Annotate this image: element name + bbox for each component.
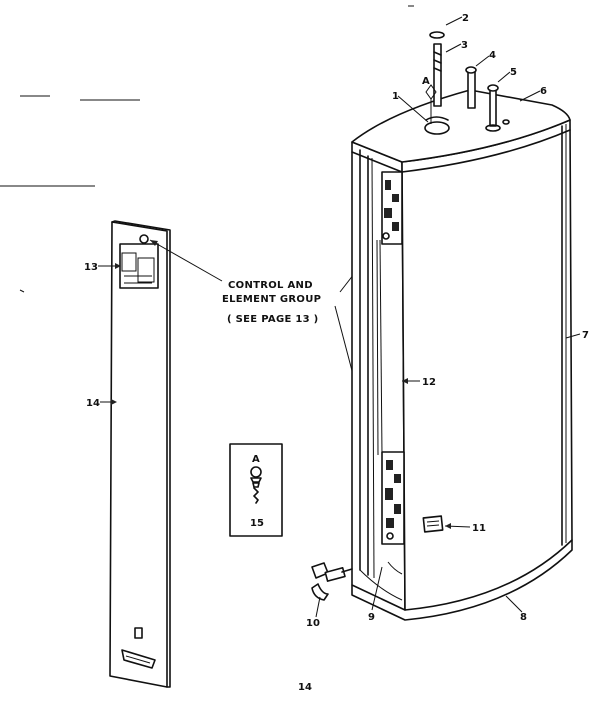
- scan-marks: [0, 5, 414, 293]
- part-number-5: 5: [510, 67, 517, 78]
- inset-detail: [229, 443, 283, 537]
- part-number-8: 8: [520, 612, 527, 623]
- part-number-12: 12: [422, 377, 436, 388]
- callout-line-1: CONTROL AND: [228, 280, 313, 291]
- callout-leaders: [149, 237, 383, 486]
- access-panel: [109, 220, 171, 688]
- marker-a-top: A: [422, 76, 430, 87]
- callout-text: CONTROL AND ELEMENT GROUP ( SEE PAGE 13 …: [222, 280, 321, 325]
- part-number-11: 11: [472, 523, 486, 534]
- callout-line-2: ELEMENT GROUP: [222, 294, 321, 305]
- part-number-4: 4: [489, 50, 496, 61]
- lower-control-group: [381, 451, 405, 545]
- part-number-13: 13: [84, 262, 98, 273]
- callout-line-3: ( SEE PAGE 13 ): [227, 314, 319, 325]
- part-number-2: 2: [462, 13, 469, 24]
- upper-control-group: [381, 171, 403, 245]
- part-number-1: 1: [392, 91, 399, 102]
- page-number: 14: [298, 682, 312, 693]
- marker-a-inset: A: [252, 454, 260, 465]
- top-fittings: [424, 31, 510, 135]
- part-number-14: 14: [86, 398, 100, 409]
- water-heater-body: [351, 89, 573, 621]
- part-number-15: 15: [250, 518, 264, 529]
- part-number-3: 3: [461, 40, 468, 51]
- part-number-7: 7: [582, 330, 589, 341]
- part-number-9: 9: [368, 612, 375, 623]
- leader-lines: [98, 16, 581, 618]
- part-number-6: 6: [540, 86, 547, 97]
- part-number-10: 10: [306, 618, 320, 629]
- part-numbers: 1 2 3 4 5 6 7 8 9 10 11 12 13 14 15 A A: [84, 13, 589, 629]
- drain-valve: [311, 562, 353, 601]
